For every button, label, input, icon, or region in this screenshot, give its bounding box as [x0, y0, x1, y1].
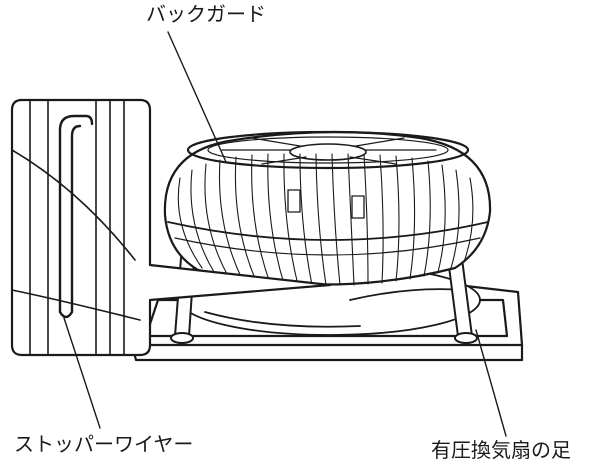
fan-foot-leader	[475, 329, 507, 437]
inset-detail-box	[10, 98, 332, 357]
back-guard-label: バックガード	[146, 2, 266, 26]
back-guard-leader	[167, 31, 227, 163]
back-guard	[163, 130, 492, 286]
fan-foot-label: 有圧換気扇の足	[431, 438, 571, 462]
stopper-wire-label: ストッパーワイヤー	[14, 432, 194, 456]
leader-lines	[63, 31, 507, 437]
stopper-wire-leader	[63, 317, 101, 429]
